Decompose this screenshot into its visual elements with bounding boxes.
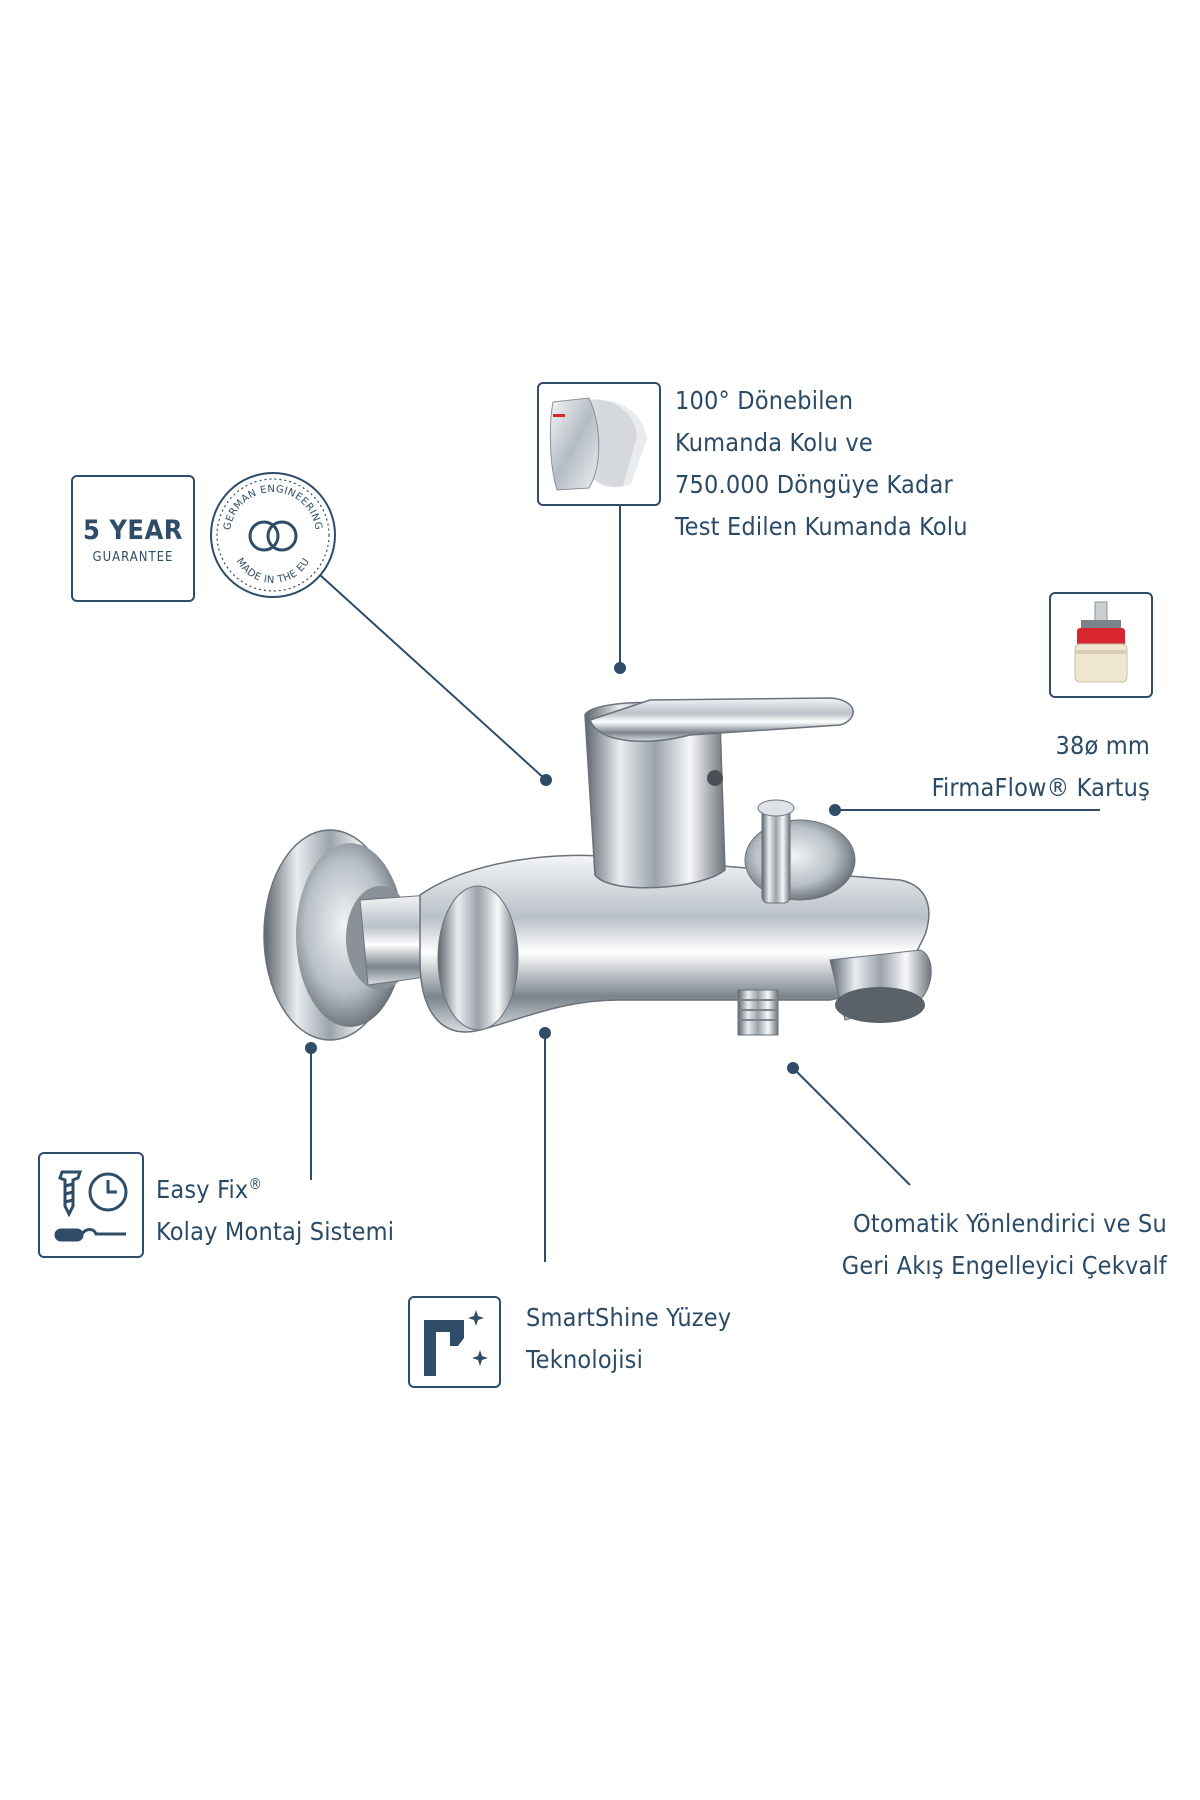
cartridge-badge bbox=[1049, 592, 1153, 698]
svg-text:MADE IN THE EU: MADE IN THE EU bbox=[234, 556, 313, 586]
screw-clock-screwdriver-icon bbox=[54, 1170, 128, 1242]
smartshine-line-1: SmartShine Yüzey bbox=[526, 1303, 732, 1332]
rotating-handle-badge bbox=[537, 382, 661, 506]
guarantee-years: 5 YEAR bbox=[82, 515, 184, 546]
interlocking-rings-icon bbox=[248, 520, 298, 552]
smartshine-badge bbox=[408, 1296, 501, 1388]
smartshine-line-2: Teknolojisi bbox=[526, 1345, 644, 1374]
easy-fix-title-text: Easy Fix bbox=[156, 1175, 249, 1204]
diverter-feature-text: Otomatik Yönlendirici ve Su Geri Akış En… bbox=[842, 1203, 1167, 1287]
easy-fix-title: Easy Fix® bbox=[156, 1163, 394, 1211]
guarantee-badge: 5 YEAR GUARANTEE bbox=[71, 475, 195, 602]
cartridge-feature-text: 38ø mm FirmaFlow® Kartuş bbox=[932, 725, 1150, 809]
diverter-line-2: Geri Akış Engelleyici Çekvalf bbox=[841, 1251, 1167, 1280]
diverter-line-1: Otomatik Yönlendirici ve Su bbox=[853, 1209, 1167, 1238]
easy-fix-registered-mark: ® bbox=[248, 1175, 263, 1193]
easy-fix-badge bbox=[38, 1152, 144, 1258]
german-engineering-seal: GERMAN ENGINEERING MADE IN THE EU bbox=[210, 472, 336, 598]
smartshine-text: SmartShine Yüzey Teknolojisi bbox=[526, 1297, 731, 1381]
guarantee-label: GUARANTEE bbox=[92, 550, 174, 565]
handle-feature-text: 100° Dönebilen Kumanda Kolu ve 750.000 D… bbox=[675, 380, 968, 548]
sparkling-faucet-icon bbox=[424, 1310, 488, 1376]
cartridge-icon bbox=[1074, 601, 1128, 683]
cartridge-name: FirmaFlow® Kartuş bbox=[931, 773, 1150, 802]
handle-line-1: 100° Dönebilen bbox=[675, 386, 854, 415]
easy-fix-text: Easy Fix® Kolay Montaj Sistemi bbox=[156, 1163, 394, 1253]
handle-line-3: 750.000 Döngüye Kadar bbox=[675, 470, 953, 499]
easy-fix-subtitle: Kolay Montaj Sistemi bbox=[156, 1217, 395, 1246]
cartridge-size: 38ø mm bbox=[1055, 731, 1150, 760]
handle-line-4: Test Edilen Kumanda Kolu bbox=[675, 512, 968, 541]
rotating-handle-icon bbox=[549, 397, 647, 491]
handle-line-2: Kumanda Kolu ve bbox=[675, 428, 873, 457]
seal-bottom-text: MADE IN THE EU bbox=[234, 556, 312, 586]
